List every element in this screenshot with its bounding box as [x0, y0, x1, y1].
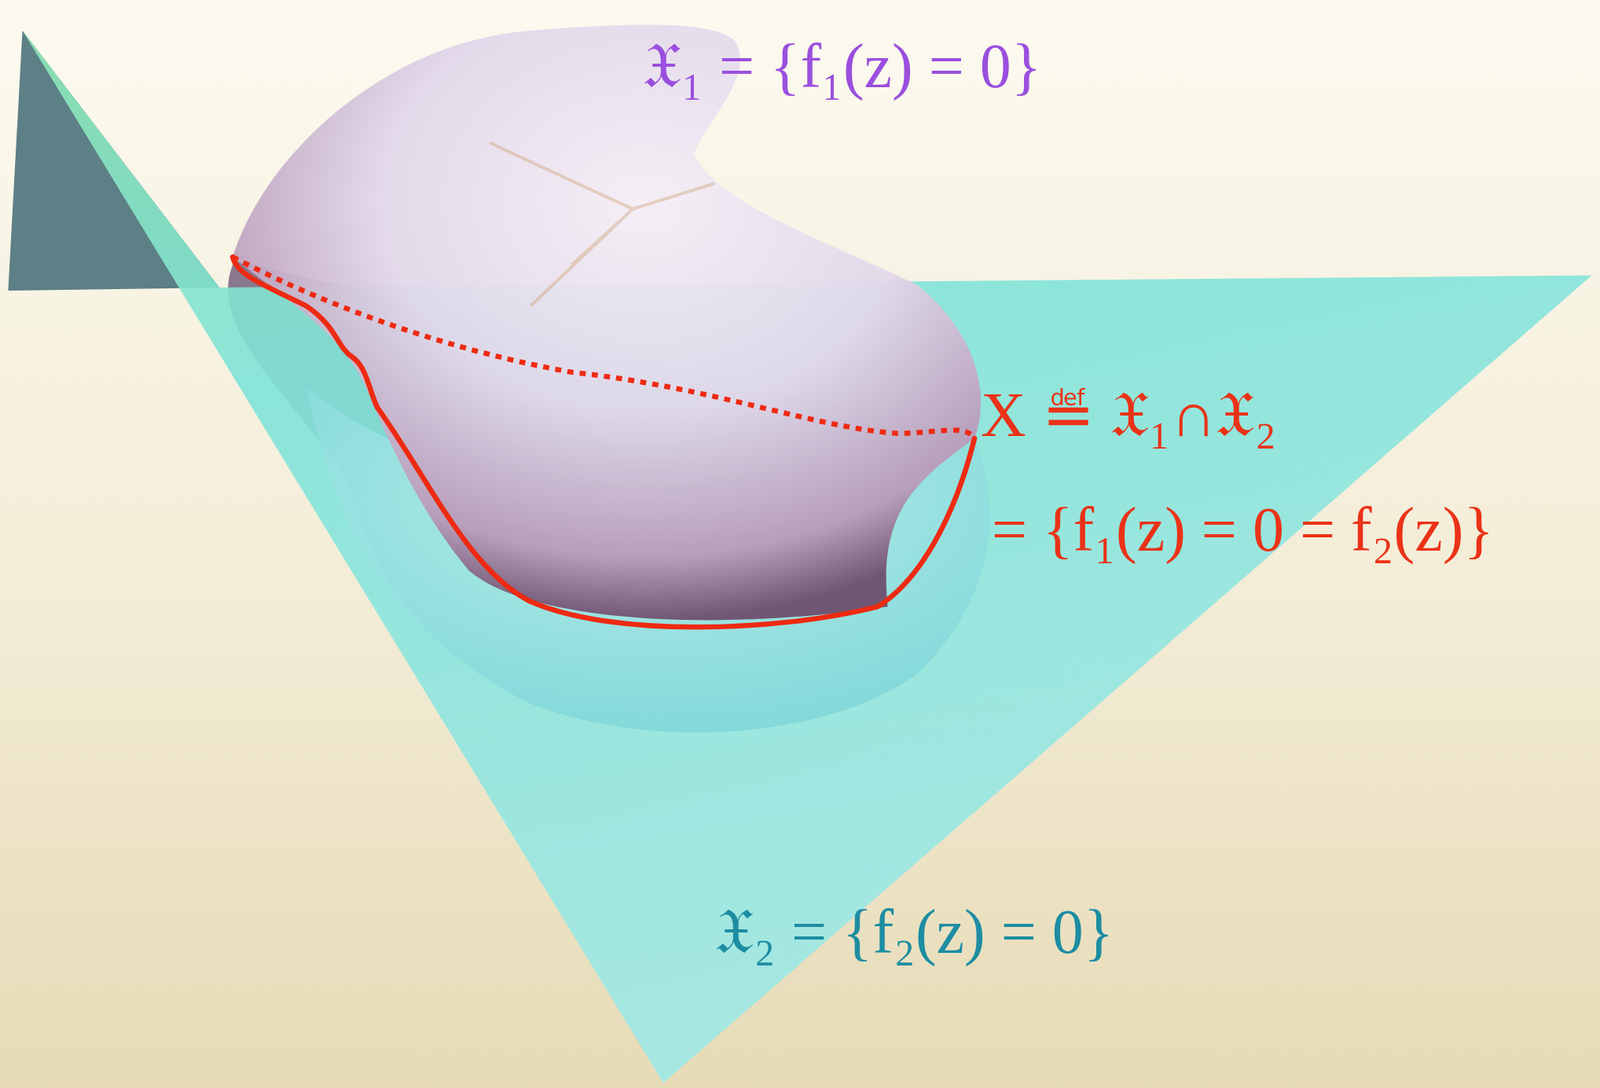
intersection-definition: X ≝ 𝔛₁∩𝔛₂: [980, 380, 1277, 450]
plane-equation: 𝔛₂ = {f₂(z) = 0}: [715, 897, 1114, 967]
intersection-equation: = {f₁(z) = 0 = f₂(z)}: [991, 495, 1494, 565]
surface-equation: 𝔛₁ = {f₁(z) = 0}: [642, 31, 1042, 101]
